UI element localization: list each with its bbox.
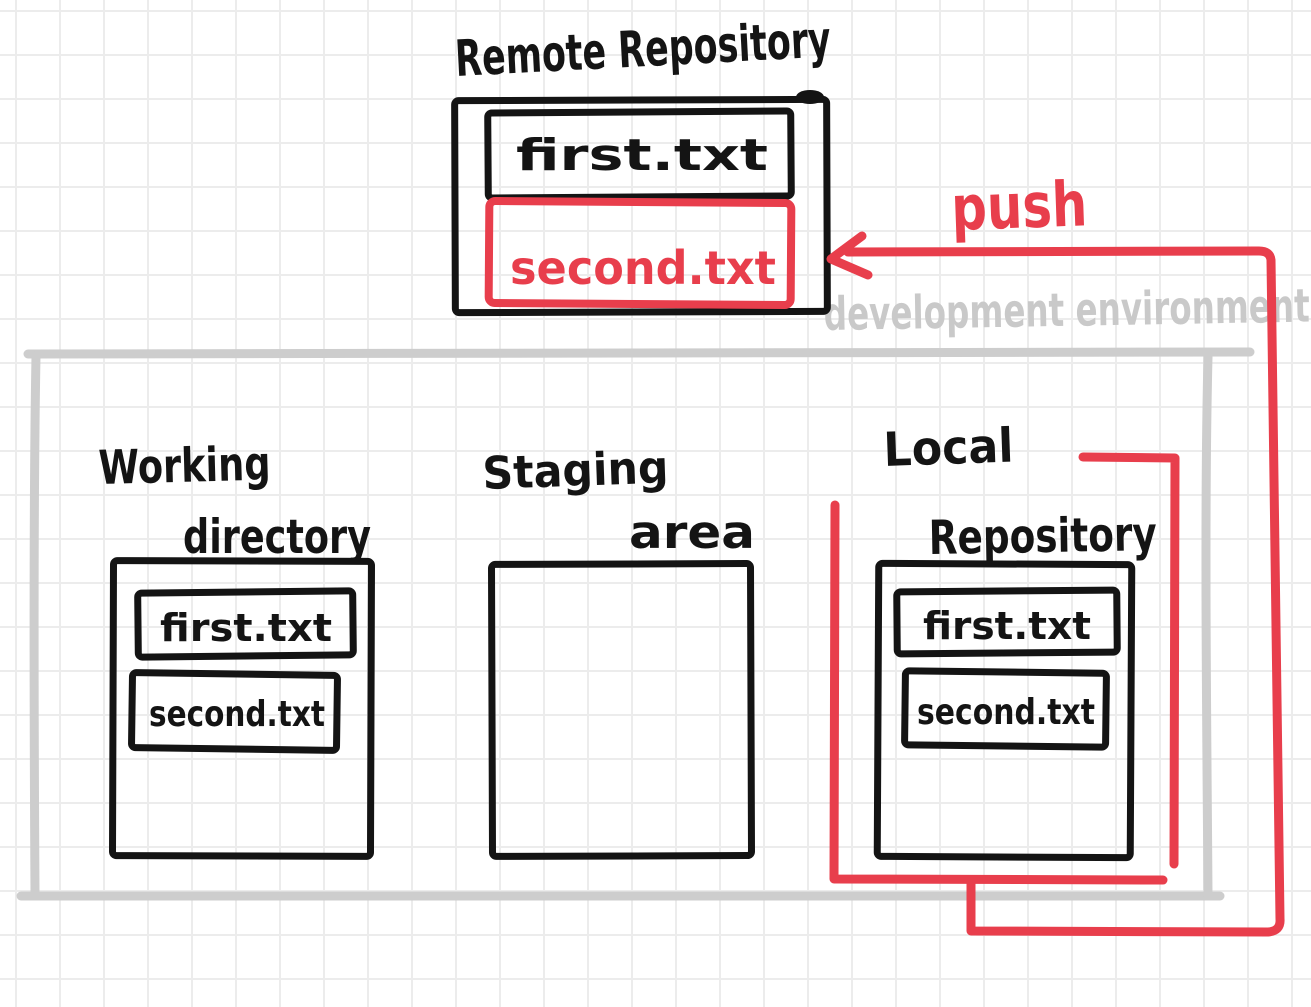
development-environment-group: development environment bbox=[16, 279, 1310, 901]
push-arrow-head bbox=[826, 231, 873, 280]
remote-file-first-box bbox=[484, 107, 795, 202]
staging-area-title-line1: Staging bbox=[482, 441, 670, 500]
push-route-line bbox=[843, 246, 1285, 937]
local-file-first-label: first.txt bbox=[923, 604, 1091, 648]
remote-repository-box bbox=[451, 95, 831, 317]
local-repo-highlight-bracket-left bbox=[829, 500, 1168, 885]
local-repo-highlight-bracket-right bbox=[1078, 452, 1180, 869]
working-file-first-box bbox=[134, 587, 357, 661]
local-repository-box bbox=[873, 559, 1136, 862]
local-file-second-label: second.txt bbox=[917, 692, 1095, 733]
local-file-second-box bbox=[901, 667, 1110, 751]
working-directory-title-line2: directory bbox=[183, 510, 371, 565]
remote-file-first-label: first.txt bbox=[516, 130, 768, 181]
remote-file-second-label-highlighted: second.txt bbox=[510, 241, 776, 295]
local-repository-title-line2: Repository bbox=[928, 507, 1157, 566]
push-annotation-group: push bbox=[826, 167, 1285, 937]
staging-area-box bbox=[488, 560, 755, 860]
push-label: push bbox=[950, 167, 1088, 245]
working-file-first-label: first.txt bbox=[160, 606, 332, 650]
local-repository-group: Local Repository first.txt second.txt bbox=[873, 418, 1157, 862]
development-environment-boundary-top bbox=[23, 347, 1255, 359]
development-environment-boundary-right bbox=[1201, 352, 1213, 901]
staging-area-title-line2: area bbox=[629, 506, 755, 559]
stray-ink-mark bbox=[796, 90, 824, 104]
development-environment-boundary-left bbox=[29, 351, 41, 899]
local-repository-title-line1: Local bbox=[882, 418, 1014, 478]
working-directory-group: Working directory first.txt second.txt bbox=[98, 437, 375, 860]
working-directory-title-line1: Working bbox=[98, 437, 271, 496]
remote-repository-title: Remote Repository bbox=[454, 10, 833, 88]
working-file-second-box bbox=[128, 669, 341, 754]
remote-repository-group: Remote Repository first.txt second.txt bbox=[451, 10, 833, 317]
development-environment-label: development environment bbox=[823, 279, 1310, 341]
remote-file-second-box-highlighted bbox=[484, 196, 796, 310]
local-file-first-box bbox=[893, 586, 1121, 658]
staging-area-group: Staging area bbox=[482, 441, 755, 860]
working-directory-box bbox=[108, 557, 375, 860]
working-file-second-label: second.txt bbox=[149, 694, 325, 735]
